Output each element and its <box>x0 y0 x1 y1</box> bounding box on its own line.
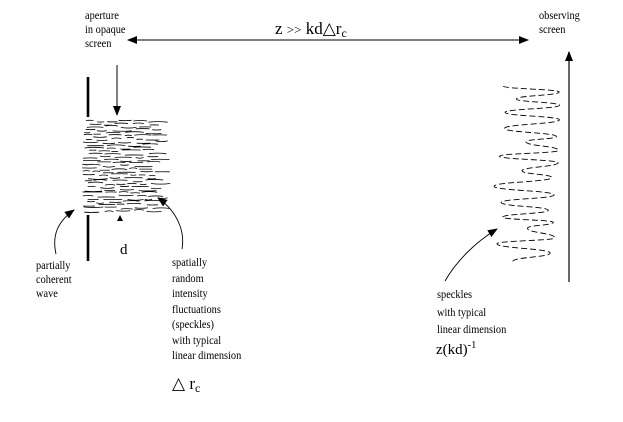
observing-screen-label: observing screen <box>539 10 580 36</box>
speckle-pointer-arrow <box>157 197 184 250</box>
aperture-label: aperture in opaque screen <box>85 10 126 50</box>
near-field-speckles <box>82 119 171 213</box>
near-field-speckle-label: spatially random intensity fluctuations … <box>172 257 242 362</box>
coherent-wave-label: partially coherent wave <box>36 260 72 300</box>
far-speckle-pointer-arrow <box>444 228 498 282</box>
aperture-width-label: d <box>120 242 128 258</box>
far-field-size-label: z(kd)-1 <box>436 340 477 358</box>
far-field-speckle-label: speckles with typical linear dimension <box>437 289 507 336</box>
distance-relation-label: z >> kd△rc <box>275 19 347 40</box>
aperture-width-marker <box>117 215 123 221</box>
far-field-intensity-profile <box>493 85 560 262</box>
coherent-wave-pointer-arrow <box>54 209 75 255</box>
near-field-size-label: △ rc <box>172 374 201 395</box>
